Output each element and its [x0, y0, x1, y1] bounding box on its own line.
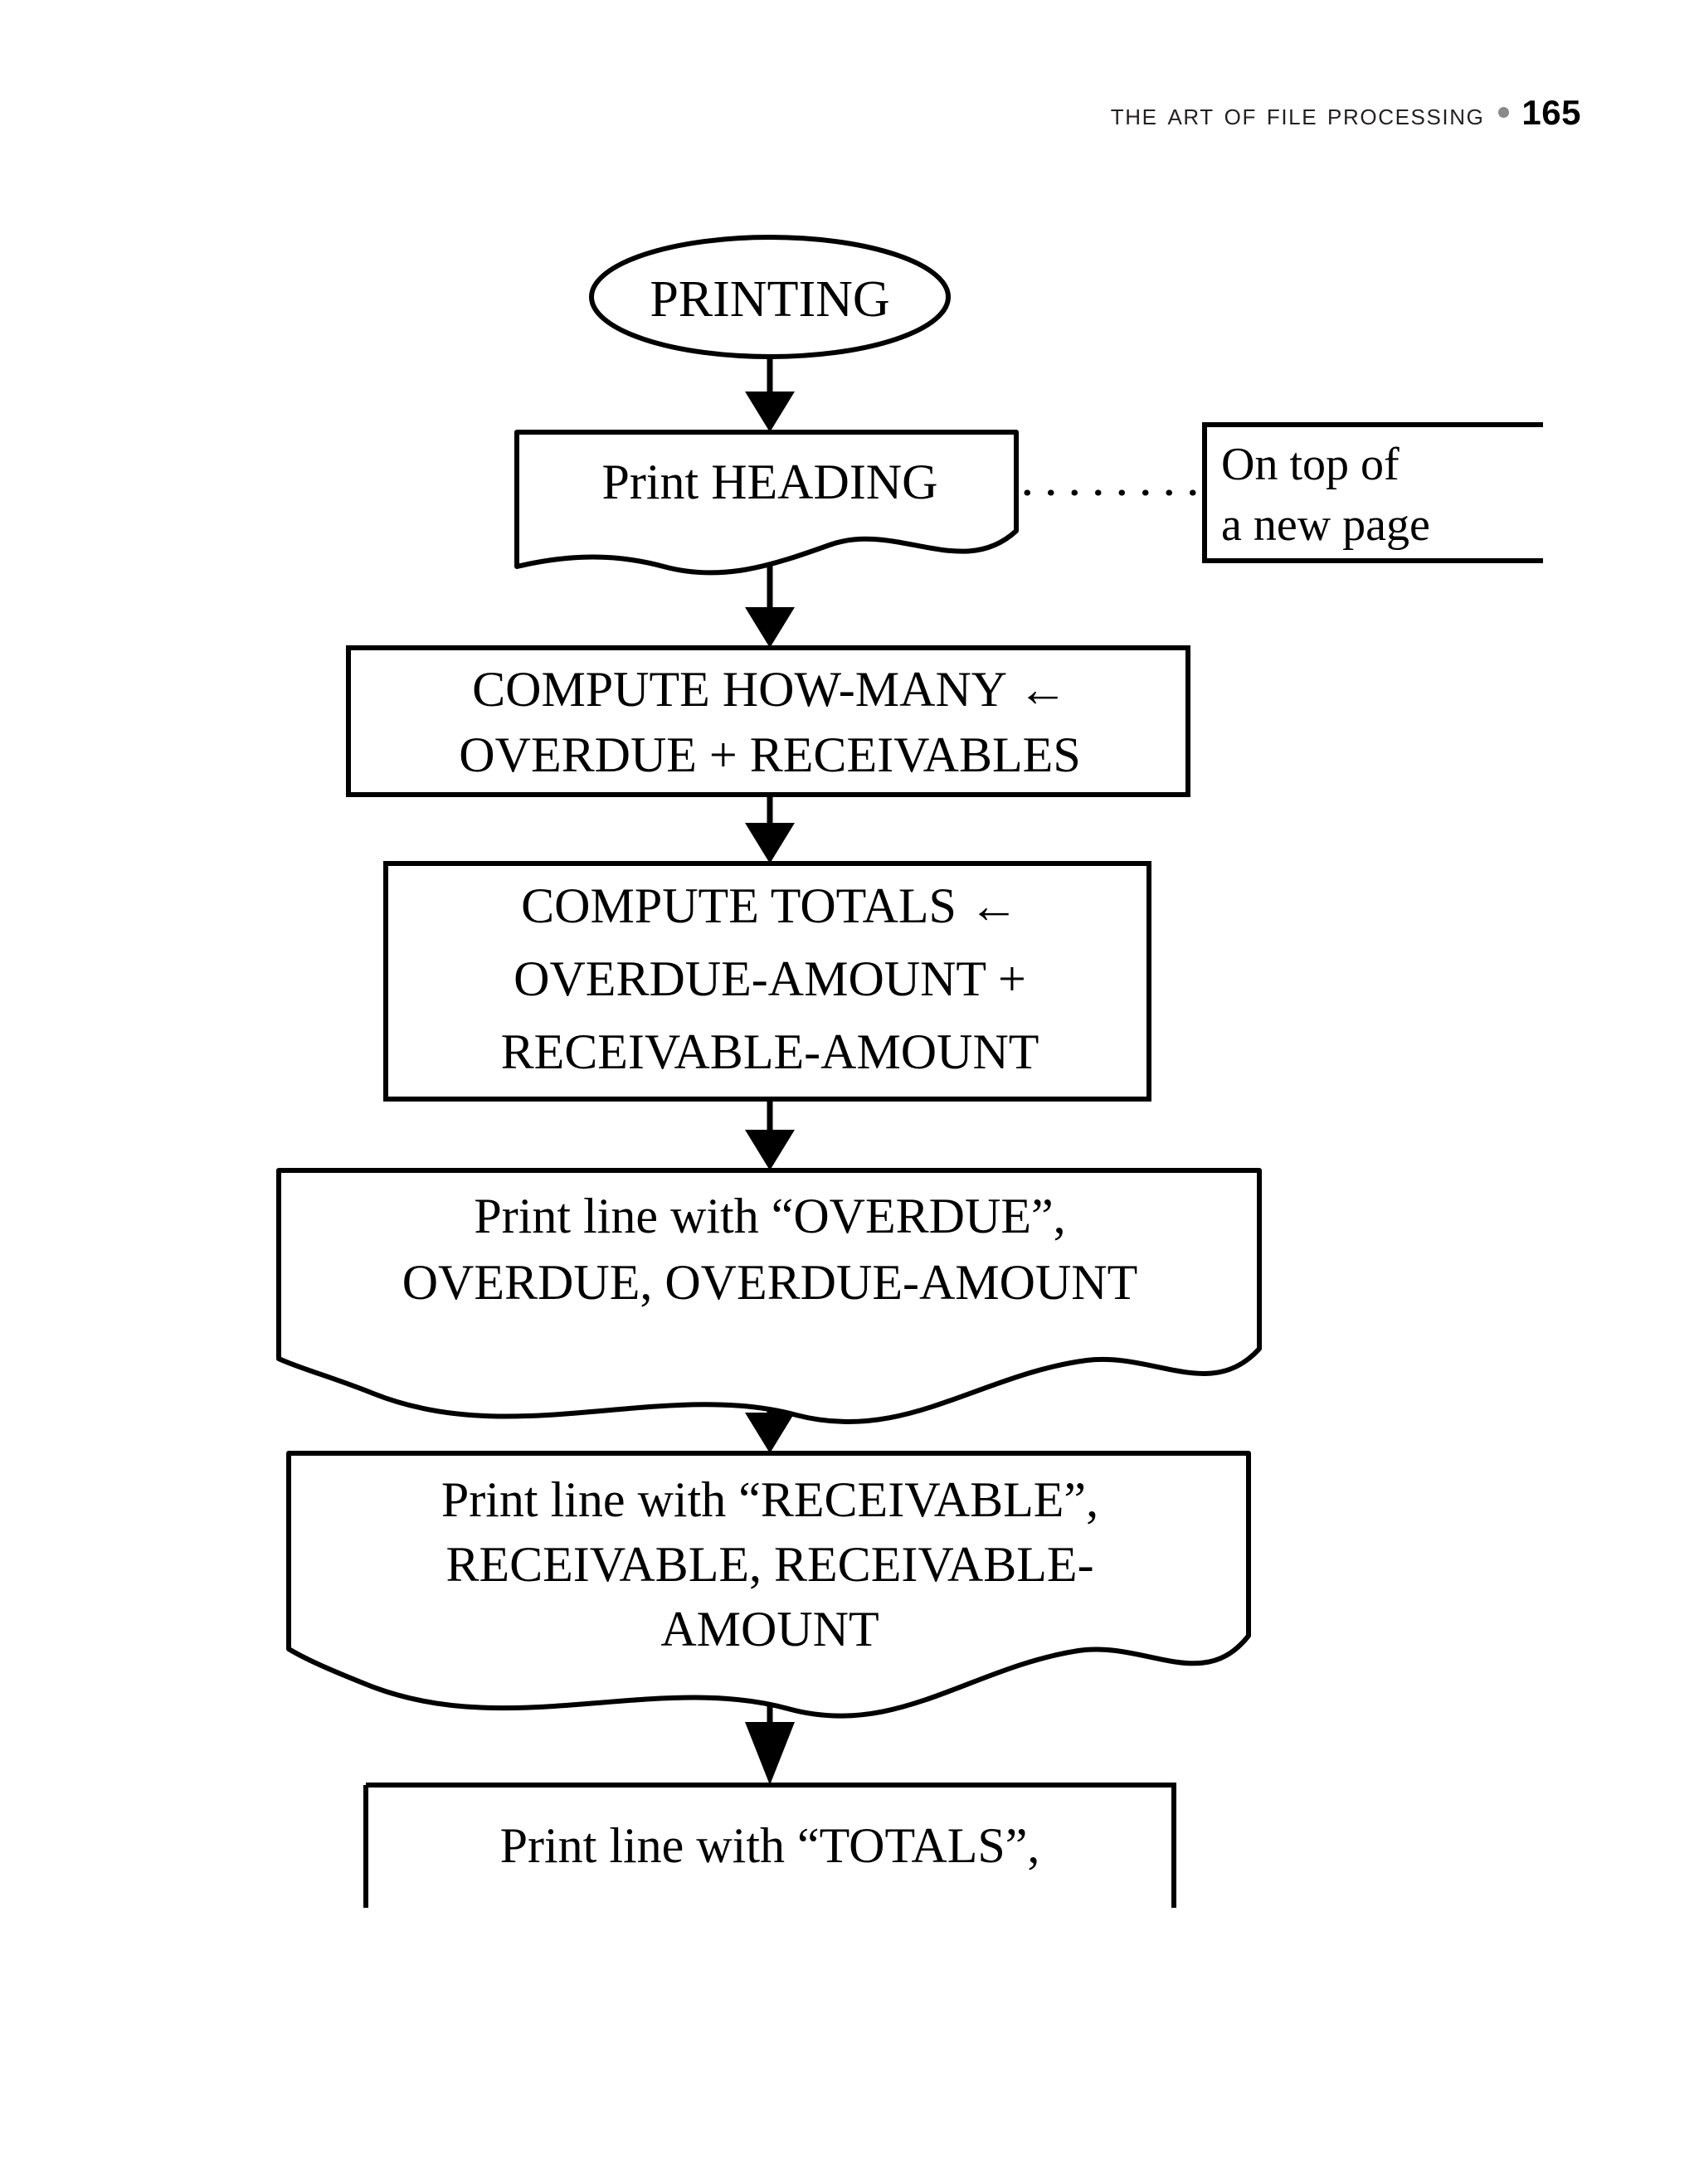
document-print-heading-label: Print HEADING	[602, 455, 938, 509]
annotation-line-1: On top of	[1221, 439, 1400, 490]
document-print-receivable-line-1: Print line with “RECEIVABLE”,	[441, 1472, 1098, 1527]
process-compute-how-many-line-2: OVERDUE + RECEIVABLES	[459, 727, 1080, 782]
process-compute-totals[interactable]: COMPUTE TOTALS ← OVERDUE-AMOUNT + RECEIV…	[383, 861, 1151, 1102]
running-header-bullet-icon	[1498, 107, 1510, 118]
document-print-overdue-line-1: Print line with “OVERDUE”,	[474, 1189, 1065, 1243]
process-compute-totals-line-3: RECEIVABLE-AMOUNT	[501, 1024, 1039, 1079]
process-compute-totals-line-1: COMPUTE TOTALS ←	[521, 878, 1019, 933]
process-compute-how-many-line-1: COMPUTE HOW-MANY ←	[472, 662, 1068, 717]
running-header-title: The Art of File Processing	[1110, 97, 1485, 131]
connector-howmany-to-totals	[745, 795, 795, 863]
terminator-printing[interactable]: PRINTING	[589, 235, 951, 359]
document-print-receivable-line-3: AMOUNT	[660, 1602, 879, 1656]
connector-start-to-heading	[745, 353, 795, 432]
document-print-receivable-line[interactable]: Print line with “RECEIVABLE”, RECEIVABLE…	[286, 1451, 1251, 1719]
document-print-heading[interactable]: Print HEADING	[514, 430, 1019, 576]
document-print-overdue-line-2: OVERDUE, OVERDUE-AMOUNT	[402, 1255, 1138, 1310]
connector-totals-to-overdue	[745, 1099, 795, 1170]
annotation-on-top-of-new-page[interactable]: On top of a new page	[1024, 422, 1543, 563]
process-compute-totals-line-2: OVERDUE-AMOUNT +	[514, 951, 1026, 1006]
terminator-printing-label: PRINTING	[650, 271, 889, 328]
document-print-totals-line-1: Print line with “TOTALS”,	[500, 1818, 1040, 1873]
document-print-overdue-line[interactable]: Print line with “OVERDUE”, OVERDUE, OVER…	[276, 1168, 1262, 1425]
process-compute-how-many[interactable]: COMPUTE HOW-MANY ← OVERDUE + RECEIVABLES	[346, 645, 1190, 797]
document-print-totals-line[interactable]: Print line with “TOTALS”,	[363, 1783, 1176, 1908]
running-header: The Art of File Processing 165	[1111, 93, 1581, 133]
page-number: 165	[1521, 93, 1581, 132]
document-print-receivable-line-2: RECEIVABLE, RECEIVABLE-	[445, 1537, 1093, 1592]
annotation-line-2: a new page	[1221, 499, 1430, 551]
